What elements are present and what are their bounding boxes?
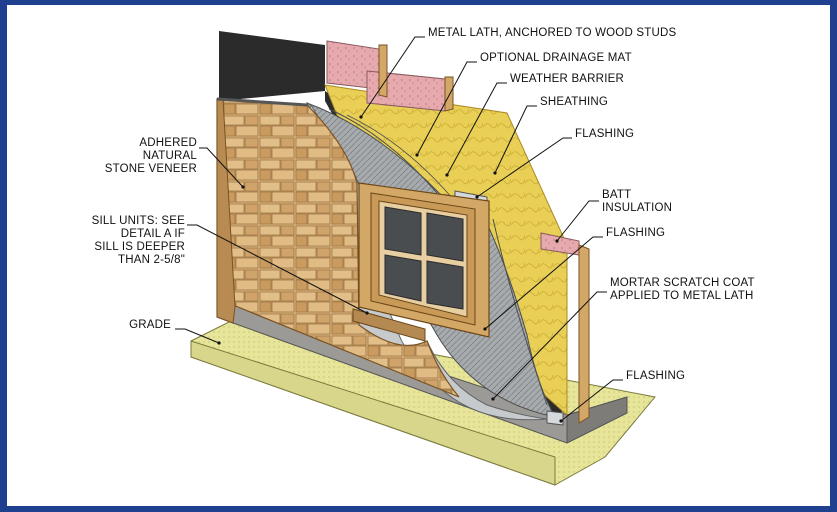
wood-stud-right	[578, 244, 590, 424]
label-weather-barrier: WEATHER BARRIER	[510, 73, 624, 85]
label-flashing-top: FLASHING	[575, 128, 635, 140]
label-sheathing: SHEATHING	[540, 96, 609, 108]
leader-lines	[175, 36, 623, 422]
label-sill-units: SILL UNITS: SEE DETAIL A IF SILL IS DEEP…	[91, 215, 185, 266]
leader-dots	[217, 115, 563, 423]
stone-veneer-wall	[216, 98, 460, 398]
wood-stud-top	[378, 44, 388, 98]
label-grade: GRADE	[129, 319, 171, 331]
window-sill	[352, 308, 426, 342]
wall-section-drawing	[175, 31, 656, 486]
label-stone-veneer: ADHERED NATURAL STONE VENEER	[104, 137, 197, 175]
window-unit	[352, 182, 490, 342]
label-drainage-mat: OPTIONAL DRAINAGE MAT	[480, 52, 632, 64]
black-felt-top	[219, 31, 325, 101]
label-flashing-mid: FLASHING	[606, 227, 666, 239]
label-mortar-scratch: MORTAR SCRATCH COAT APPLIED TO METAL LAT…	[610, 277, 755, 302]
label-flashing-bottom: FLASHING	[626, 370, 686, 382]
flashing-bottom-piece	[546, 410, 564, 426]
label-batt-insulation: BATT INSULATION	[602, 189, 673, 214]
label-metal-lath: METAL LATH, ANCHORED TO WOOD STUDS	[428, 27, 677, 39]
wood-plate	[444, 76, 454, 112]
